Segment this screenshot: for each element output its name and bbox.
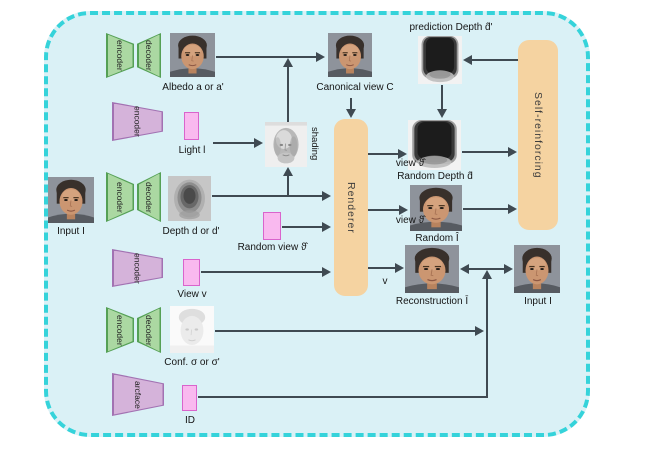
edge-reconstruction-vs-input — [468, 268, 505, 270]
depth-map-image — [168, 176, 211, 221]
arrowhead-renderer-to-random-image — [399, 205, 408, 215]
arrowhead-albedo-to-canonical — [316, 52, 325, 62]
albedo-decoder-block: decoder — [137, 33, 161, 78]
arcface-block-label: arcface — [133, 380, 143, 409]
arrowhead-depth-to-renderer — [322, 191, 331, 201]
encoder-block-label: encoder — [115, 181, 125, 213]
random-depth-image — [408, 120, 461, 170]
decoder-block-label: decoder — [144, 181, 154, 213]
v-edge-label: v — [382, 276, 388, 287]
shading-image — [265, 122, 307, 167]
arrowhead-prediction-depth-to-random-depth — [437, 109, 447, 118]
edge-view-to-renderer — [201, 271, 323, 273]
random-image-label: Random Î — [415, 233, 459, 244]
edge-renderer-to-reconstruction — [368, 267, 396, 269]
arrowhead-renderer-to-random-depth — [398, 149, 407, 159]
encoder-block-label: encoder — [115, 314, 125, 346]
input-image-right — [514, 245, 560, 293]
depth-label: Depth d or d' — [162, 226, 220, 237]
id-label: ID — [185, 415, 195, 426]
arcface-block: arcface — [112, 373, 164, 416]
diagram-boundary — [44, 11, 590, 437]
view-theta-depth-label: view ϑ̂ — [395, 158, 425, 169]
arrowhead-shading-to-canonical — [283, 58, 293, 67]
arrowhead-loss-join — [482, 270, 492, 279]
edge-canonical-to-renderer — [350, 98, 352, 111]
edge-random-image-to-self-reinforcing — [463, 208, 509, 210]
input-right-label: Input I — [524, 296, 552, 307]
id-vector — [182, 385, 197, 411]
light-label: Light l — [178, 145, 206, 156]
random-depth-label: Random Depth d̂ — [397, 171, 473, 182]
light-vector — [184, 112, 199, 140]
decoder-block-label: decoder — [144, 314, 154, 346]
edge-shading-to-canonical — [287, 60, 289, 122]
arrowhead-conf-to-loss — [475, 326, 484, 336]
edge-random-view-to-renderer — [282, 226, 323, 228]
light-encoder-block: encoder — [112, 102, 163, 141]
edge-id-to-loss — [198, 396, 488, 398]
reconstruction-label: Reconstruction Ī — [395, 296, 469, 307]
albedo-image — [170, 33, 215, 77]
depth-encoder-block: encoder — [106, 172, 134, 222]
input-left-label: Input I — [57, 226, 85, 237]
confidence-map-image — [170, 306, 214, 353]
prediction-depth-label: prediction Depth d̂' — [409, 22, 493, 33]
edge-depth-to-renderer — [212, 195, 323, 197]
arrowhead-self-reinforcing-to-prediction-depth — [463, 55, 472, 65]
edge-prediction-depth-to-random-depth — [441, 85, 443, 111]
albedo-encoder-block: encoder — [106, 33, 134, 78]
block-fill — [138, 308, 160, 352]
edge-depth-to-shading — [287, 170, 289, 196]
encoder-block-label: encoder — [115, 40, 125, 71]
edge-renderer-to-random-depth — [368, 153, 399, 155]
arrowhead-canonical-to-renderer — [346, 109, 356, 118]
depth-decoder-block: decoder — [137, 172, 161, 222]
view-label: View v — [177, 289, 207, 300]
arrowhead-random-image-to-self-reinforcing — [508, 204, 517, 214]
canonical-view-image — [328, 33, 372, 77]
canonical-view-label: Canonical view C — [316, 82, 394, 93]
edge-self-reinforcing-to-prediction-depth — [472, 59, 518, 61]
conf-decoder-block: decoder — [137, 307, 161, 353]
edge-loss-join-vertical — [486, 273, 488, 398]
arrowhead-random-view-to-renderer — [322, 222, 331, 232]
view-vector — [183, 259, 200, 286]
arrowhead-depth-to-shading — [283, 167, 293, 176]
random-view-vector — [263, 212, 281, 240]
random-view-label: Random view ϑ̂ — [237, 242, 307, 253]
input-image-left — [48, 177, 94, 223]
view-theta-image-label: view ϑ̂ — [395, 215, 425, 226]
edge-random-depth-to-self-reinforcing — [462, 151, 509, 153]
self-reinforcing-label: Self-reinforcing — [532, 91, 544, 179]
edge-albedo-to-canonical — [216, 56, 317, 58]
encoder-block-label: encoder — [132, 252, 143, 284]
arrowhead-light-to-shading — [254, 138, 263, 148]
view-encoder-block: encoder — [112, 249, 163, 287]
renderer-box: Renderer — [334, 119, 368, 296]
conf-label: Conf. σ or σ' — [164, 357, 220, 368]
block-fill — [138, 34, 160, 77]
decoder-block-label: decoder — [144, 40, 154, 71]
block-fill — [138, 173, 160, 221]
arrowhead-toward-input — [504, 264, 513, 274]
arrowhead-toward-reconstruction — [460, 264, 469, 274]
arrowhead-renderer-to-reconstruction — [395, 263, 404, 273]
edge-light-to-shading — [213, 142, 255, 144]
arrowhead-random-depth-to-self-reinforcing — [508, 147, 517, 157]
random-image — [410, 185, 462, 231]
albedo-label: Albedo a or a' — [162, 82, 224, 93]
prediction-depth-image — [418, 36, 462, 84]
arrowhead-view-to-renderer — [322, 267, 331, 277]
encoder-block-label: encoder — [132, 106, 143, 137]
reconstruction-image — [405, 245, 459, 293]
renderer-label: Renderer — [345, 181, 357, 234]
self-reinforcing-box: Self-reinforcing — [518, 40, 558, 230]
edge-renderer-to-random-image — [368, 209, 400, 211]
conf-encoder-block: encoder — [106, 307, 134, 353]
shading-label: shading — [309, 127, 320, 161]
edge-conf-to-loss — [215, 330, 476, 332]
